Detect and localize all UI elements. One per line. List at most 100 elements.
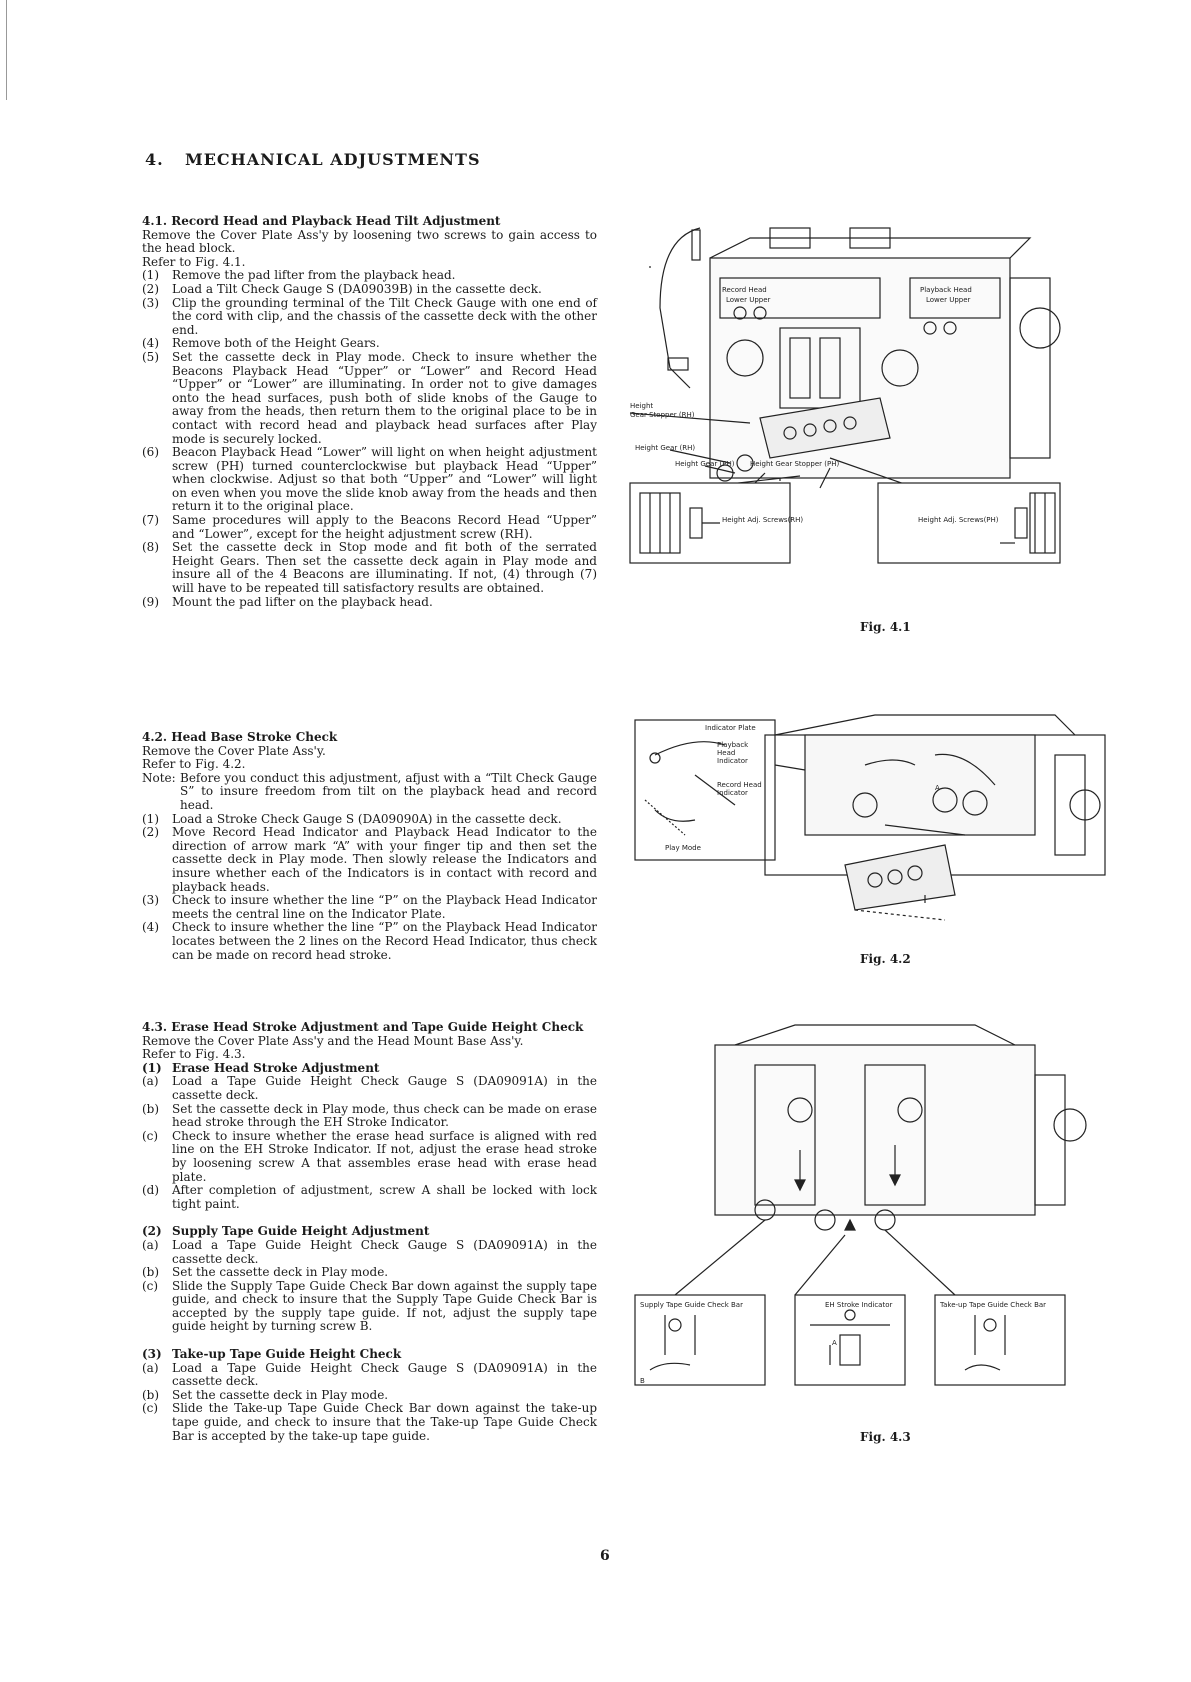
group-heading: (2)Supply Tape Guide Height Adjustment <box>142 1225 597 1239</box>
item-key: (a) <box>142 1074 159 1089</box>
paragraph: Remove the Cover Plate Ass'y by loosenin… <box>142 227 597 256</box>
label-arrow-a: A <box>935 784 940 792</box>
item-key: (5) <box>142 349 159 364</box>
figure-caption: Fig. 4.3 <box>860 1430 911 1444</box>
label-eh-stroke-indicator: EH Stroke Indicator <box>825 1301 892 1309</box>
item-key: (1) <box>142 1060 162 1075</box>
item-text: Beacon Playback Head “Lower” will light … <box>172 445 597 514</box>
item-text: Load a Tape Guide Height Check Gauge S (… <box>172 1074 597 1102</box>
item-text: Load a Stroke Check Gauge S (DA09090A) i… <box>172 811 562 826</box>
section-title: MECHANICAL ADJUSTMENTS <box>185 150 481 169</box>
item-key: (b) <box>142 1387 160 1402</box>
item-text: Remove the pad lifter from the playback … <box>172 268 456 283</box>
label-height-gear-ph: Height Gear (PH) <box>675 460 735 468</box>
item-key: (d) <box>142 1183 160 1198</box>
item-text: Load a Tilt Check Gauge S (DA09039B) in … <box>172 281 542 296</box>
figure-caption: Fig. 4.2 <box>860 952 911 966</box>
subsection-title: 4.2. Head Base Stroke Check <box>142 730 338 744</box>
section-4-3: 4.3. Erase Head Stroke Adjustment and Ta… <box>142 1020 597 1443</box>
figure-4-2: Indicator Plate Playback Head Indicator … <box>634 714 1106 921</box>
label-takeup-check-bar: Take-up Tape Guide Check Bar <box>939 1301 1046 1309</box>
list-item: (2) Load a Tilt Check Gauge S (DA09039B) … <box>142 281 597 297</box>
label-play-mode: Play Mode <box>665 844 701 852</box>
label-indicator-plate: Indicator Plate <box>705 724 756 732</box>
subsection-title: 4.1. Record Head and Playback Head Tilt … <box>142 214 501 228</box>
list-item: (d) After completion of adjustment, screw… <box>142 1183 597 1211</box>
list-item: (6) Beacon Playback Head “Lower” will lig… <box>142 445 597 514</box>
list-item: (a) Load a Tape Guide Height Check Gauge … <box>142 1237 597 1266</box>
item-key: (a) <box>142 1237 159 1252</box>
item-key: (b) <box>142 1101 160 1116</box>
section-number: 4. <box>145 150 164 169</box>
list-item: (9)Mount the pad lifter on the playback … <box>142 594 597 610</box>
item-text: Slide the Take-up Tape Guide Check Bar d… <box>172 1401 597 1443</box>
label-screw-a: A <box>832 1339 837 1347</box>
item-key: (2) <box>142 281 159 296</box>
item-key: (4) <box>142 920 159 935</box>
label-adj-screws-ph: Height Adj. Screws(PH) <box>918 516 999 524</box>
label-height: Height <box>630 402 653 410</box>
list-item: (a) Load a Tape Guide Height Check Gauge … <box>142 1360 597 1389</box>
label-indicator: Indicator <box>717 757 748 765</box>
item-key: (3) <box>142 1347 162 1362</box>
label-record-indicator: Indicator <box>717 789 748 797</box>
item-text: Check to insure whether the erase head s… <box>172 1128 597 1184</box>
list-item: (b) Set the cassette deck in Play mode. <box>142 1387 597 1403</box>
label-height-gear-rh: Height Gear (RH) <box>635 444 695 452</box>
list-item: (b) Set the cassette deck in Play mode, t… <box>142 1101 597 1130</box>
item-key: (a) <box>142 1360 159 1375</box>
figure-4-1: Record Head Lower Upper Playback Head Lo… <box>629 227 1061 564</box>
list-item: (4) Check to insure whether the line “P” … <box>142 921 597 962</box>
item-text: Slide the Supply Tape Guide Check Bar do… <box>172 1278 597 1334</box>
item-key: (c) <box>142 1401 159 1416</box>
reference: Refer to Fig. 4.1. <box>142 254 246 269</box>
label-height-gear-stopper-ph: Height Gear Stopper (PH) <box>750 460 839 468</box>
item-text: After completion of adjustment, screw A … <box>172 1183 597 1211</box>
item-text: Same procedures will apply to the Beacon… <box>172 513 597 541</box>
list-item: (5)Set the cassette deck in Play mode. C… <box>142 349 597 446</box>
list-item: (3)Clip the grounding terminal of the Ti… <box>142 295 597 338</box>
label-adj-screws-rh: Height Adj. Screws(RH) <box>722 516 803 524</box>
list-item: (c) Slide the Supply Tape Guide Check Bar… <box>142 1278 597 1334</box>
item-key: (9) <box>142 594 159 609</box>
item-key: (2) <box>142 1224 162 1239</box>
item-key: (6) <box>142 445 159 460</box>
item-key: (3) <box>142 295 159 310</box>
subsection-title: 4.3. Erase Head Stroke Adjustment and Ta… <box>142 1020 584 1034</box>
group-heading: (3)Take-up Tape Guide Height Check <box>142 1347 597 1362</box>
label-record-head: Record Head <box>717 781 762 789</box>
item-key: (3) <box>142 893 159 908</box>
list-item: (b)Set the cassette deck in Play mode. <box>142 1265 597 1280</box>
list-item: (c) Slide the Take-up Tape Guide Check Ba… <box>142 1402 597 1443</box>
item-text: Set the cassette deck in Play mode. <box>172 1387 389 1402</box>
note: Note:Before you conduct this adjustment,… <box>142 770 597 813</box>
label-head: Head <box>717 749 735 757</box>
item-key: (7) <box>142 513 159 528</box>
item-key: (c) <box>142 1128 159 1143</box>
reference: Refer to Fig. 4.2. <box>142 757 246 772</box>
item-key: (4) <box>142 336 159 351</box>
paragraph: Remove the Cover Plate Ass'y and the Hea… <box>142 1033 524 1048</box>
item-text: Check to insure whether the line “P” on … <box>172 893 597 921</box>
figure-4-3: Supply Tape Guide Check Bar EH Stroke In… <box>634 1024 1087 1386</box>
item-text: Load a Tape Guide Height Check Gauge S (… <box>172 1237 597 1266</box>
list-item: (1) Load a Stroke Check Gauge S (DA09090A… <box>142 811 597 827</box>
figure-caption: Fig. 4.1 <box>860 620 911 634</box>
item-key: (c) <box>142 1278 159 1293</box>
item-key: (b) <box>142 1265 160 1280</box>
item-text: Set the cassette deck in Play mode, thus… <box>172 1101 597 1130</box>
page-edge-line <box>6 0 7 100</box>
label-playback-head: Playback Head <box>920 286 972 294</box>
label-playback: Playback <box>717 741 749 749</box>
label-playback-lower-upper: Lower Upper <box>926 296 971 304</box>
item-text: Set the cassette deck in Stop mode and f… <box>172 540 597 596</box>
item-key: (1) <box>142 811 159 826</box>
item-text: Check to insure whether the line “P” on … <box>172 920 597 962</box>
label-supply-check-bar: Supply Tape Guide Check Bar <box>640 1301 743 1309</box>
note-key: Note: <box>142 770 176 785</box>
item-key: (2) <box>142 825 159 840</box>
item-text: Load a Tape Guide Height Check Gauge S (… <box>172 1360 597 1389</box>
reference: Refer to Fig. 4.3. <box>142 1047 246 1062</box>
label-record-lower-upper: Lower Upper <box>726 296 771 304</box>
